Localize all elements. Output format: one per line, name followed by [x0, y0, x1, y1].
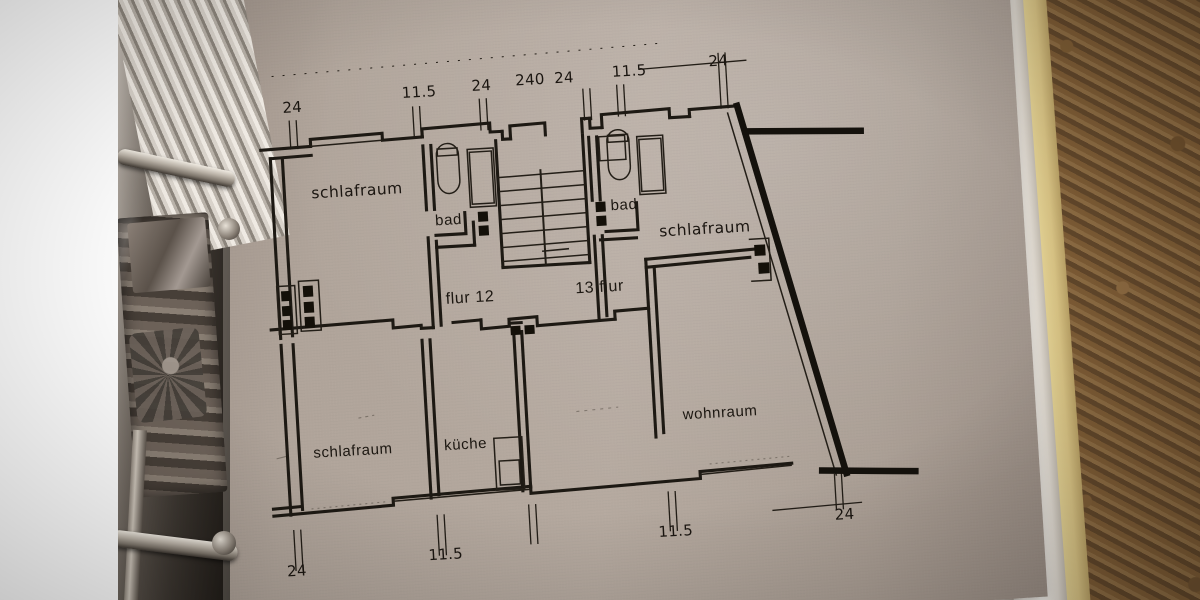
binder-metal-plate	[127, 216, 211, 294]
binder-lever	[128, 326, 208, 424]
document-page	[176, 0, 1048, 600]
white-margin	[0, 0, 118, 600]
binder-ring-top-tip	[218, 218, 240, 240]
binder-ring-bottom-tip	[212, 531, 236, 555]
